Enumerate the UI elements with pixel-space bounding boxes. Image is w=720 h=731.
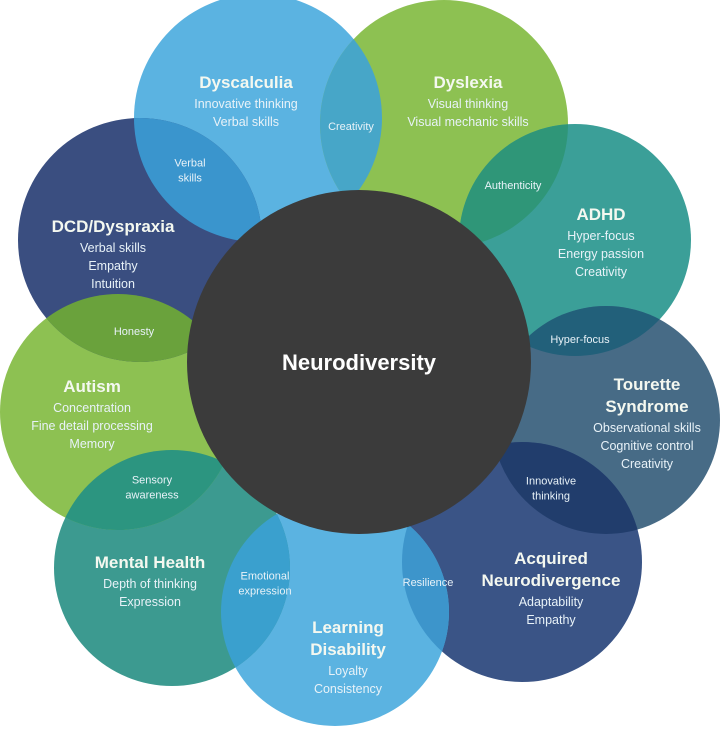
condition-trait: Creativity (621, 457, 674, 471)
center-circle-shape (187, 190, 531, 534)
overlap-label: skills (178, 173, 202, 185)
condition-trait: Fine detail processing (31, 419, 153, 433)
overlap-label: Creativity (328, 121, 374, 133)
overlap-label: Honesty (114, 326, 155, 338)
condition-trait: Adaptability (519, 595, 584, 609)
condition-title: Syndrome (605, 397, 688, 416)
condition-title: Disability (310, 640, 386, 659)
condition-trait: Observational skills (593, 421, 701, 435)
overlap-label: awareness (125, 490, 179, 502)
overlap-labels: CreativityAuthenticityHyper-focusInnovat… (114, 121, 610, 598)
condition-trait: Memory (69, 437, 115, 451)
lens-tourette-acquired (492, 442, 642, 534)
condition-title: Learning (312, 618, 384, 637)
condition-title: DCD/Dyspraxia (52, 217, 175, 236)
condition-trait: Visual mechanic skills (407, 115, 528, 129)
overlap-label: thinking (532, 491, 570, 503)
overlap-label: Hyper-focus (550, 334, 610, 346)
condition-title: Neurodivergence (482, 571, 621, 590)
center-circle: Neurodiversity (187, 190, 531, 534)
condition-trait: Expression (119, 595, 181, 609)
condition-trait: Verbal skills (80, 241, 146, 255)
condition-trait: Loyalty (328, 664, 368, 678)
condition-trait: Intuition (91, 277, 135, 291)
condition-trait: Verbal skills (213, 115, 279, 129)
overlap-label: Emotional (241, 571, 290, 583)
condition-trait: Cognitive control (600, 439, 693, 453)
condition-title: ADHD (576, 205, 625, 224)
condition-trait: Energy passion (558, 247, 644, 261)
condition-trait: Hyper-focus (567, 229, 634, 243)
condition-trait: Consistency (314, 682, 383, 696)
condition-title: Tourette (614, 375, 681, 394)
condition-trait: Depth of thinking (103, 577, 197, 591)
condition-title: Autism (63, 377, 121, 396)
overlap-label: Verbal (174, 158, 205, 170)
lens-dyslexia-adhd (459, 124, 568, 248)
overlap-label: Resilience (403, 577, 454, 589)
overlap-label: Sensory (132, 475, 173, 487)
lens-dcd-dyscalculia (134, 118, 262, 242)
overlap-label: Authenticity (485, 180, 542, 192)
condition-title: Dyslexia (434, 73, 504, 92)
condition-trait: Concentration (53, 401, 131, 415)
condition-trait: Innovative thinking (194, 97, 298, 111)
overlap-label: Innovative (526, 476, 576, 488)
overlap-label: expression (238, 586, 291, 598)
condition-title: Dyscalculia (199, 73, 293, 92)
condition-trait: Creativity (575, 265, 628, 279)
condition-title: Mental Health (95, 553, 206, 572)
condition-trait: Empathy (526, 613, 576, 627)
condition-trait: Visual thinking (428, 97, 508, 111)
center-title: Neurodiversity (282, 350, 437, 375)
condition-title: Acquired (514, 549, 588, 568)
condition-trait: Empathy (88, 259, 138, 273)
label-acquired: AcquiredNeurodivergenceAdaptabilityEmpat… (482, 549, 621, 627)
